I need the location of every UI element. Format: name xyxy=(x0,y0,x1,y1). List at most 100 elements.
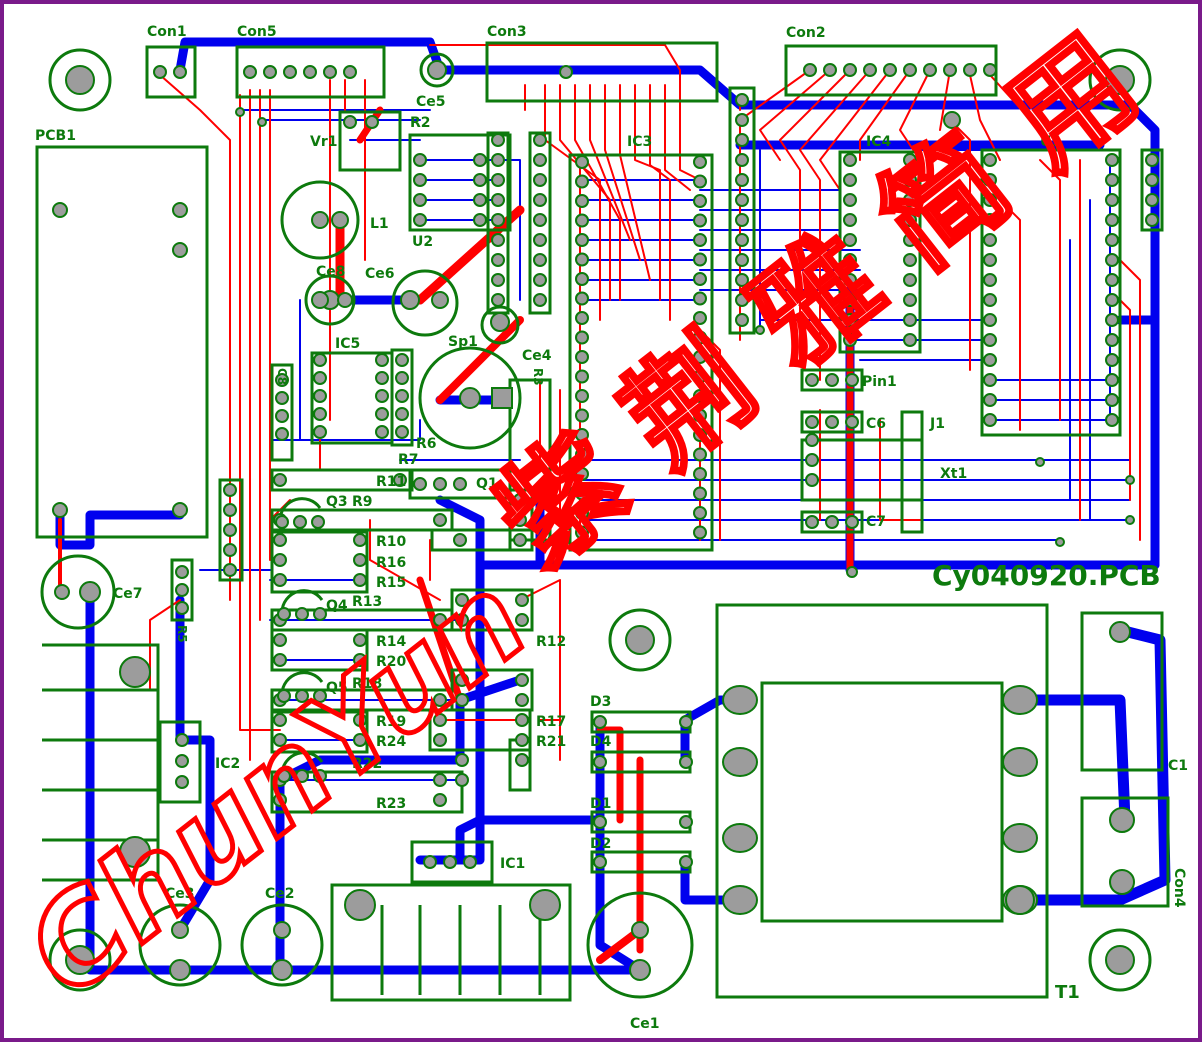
pin-pad xyxy=(575,174,589,189)
pin-pad xyxy=(825,373,839,387)
pin-pad xyxy=(755,325,765,335)
pin-pad xyxy=(275,409,289,423)
pin-pad xyxy=(223,543,237,557)
pin-pad xyxy=(843,273,857,287)
label-ic5: IC5 xyxy=(335,336,360,352)
pin-pad xyxy=(631,921,649,939)
pin-pad xyxy=(903,193,917,207)
pin-pad xyxy=(273,553,287,567)
pin-pad xyxy=(491,293,505,307)
pin-pad xyxy=(353,733,367,747)
pin-pad xyxy=(473,153,487,167)
pin-pad xyxy=(353,653,367,667)
pin-pad xyxy=(277,689,291,703)
pin-pad xyxy=(375,389,389,403)
label-c1: C1 xyxy=(1168,758,1188,774)
pin-pad xyxy=(533,253,547,267)
board-name: Cy040920.PCB xyxy=(932,559,1161,592)
pin-pad xyxy=(79,581,101,603)
pin-pad xyxy=(1125,515,1135,525)
pin-pad xyxy=(693,486,707,501)
pin-pad xyxy=(513,533,527,547)
pin-pad xyxy=(903,233,917,247)
pin-pad xyxy=(1105,393,1119,407)
pin-pad xyxy=(491,193,505,207)
pin-pad xyxy=(491,133,505,147)
pin-pad xyxy=(343,115,357,129)
pin-pad xyxy=(805,433,819,447)
pin-pad xyxy=(54,584,70,600)
pin-pad xyxy=(983,233,997,247)
pin-pad xyxy=(903,293,917,307)
pin-pad xyxy=(629,959,651,981)
pin-pad xyxy=(575,194,589,208)
pin-pad xyxy=(1105,273,1119,287)
pin-pad xyxy=(1005,885,1035,915)
pin-pad xyxy=(263,65,277,79)
pin-pad xyxy=(693,233,707,247)
pin-pad xyxy=(275,427,289,441)
pin-pad xyxy=(491,173,505,187)
label-r9: R9 xyxy=(352,494,373,510)
pin-pad xyxy=(983,153,997,167)
pin-pad xyxy=(490,312,510,332)
pin-pad xyxy=(433,693,447,707)
pin-pad xyxy=(735,93,749,107)
pin-pad xyxy=(277,607,291,621)
pin-pad xyxy=(491,233,505,247)
pin-pad xyxy=(923,63,937,77)
pin-pad xyxy=(353,553,367,567)
pin-pad xyxy=(693,213,707,228)
label-r16: R16 xyxy=(376,555,406,571)
pin-pad xyxy=(903,333,917,347)
pin-pad xyxy=(395,407,409,421)
pin-pad xyxy=(575,252,589,267)
pin-pad xyxy=(1105,373,1119,387)
pin-pad xyxy=(575,272,589,286)
pin-pad xyxy=(515,733,529,747)
pin-pad xyxy=(575,350,589,364)
pin-pad xyxy=(431,291,449,309)
pin-pad xyxy=(313,769,327,783)
pin-pad xyxy=(443,855,457,869)
pin-pad xyxy=(983,173,997,187)
pin-pad xyxy=(275,391,289,405)
pin-pad xyxy=(575,525,589,540)
pin-pad xyxy=(903,213,917,227)
pin-pad xyxy=(575,213,589,228)
pin-pad xyxy=(825,415,839,429)
pin-pad xyxy=(735,113,749,127)
pin-pad xyxy=(983,273,997,287)
pin-pad xyxy=(343,65,357,79)
label-ic3: IC3 xyxy=(627,134,652,150)
pin-pad xyxy=(455,613,469,627)
pin-pad xyxy=(575,311,589,325)
label-q5: Q5 xyxy=(326,680,348,696)
pin-pad xyxy=(693,311,707,325)
pin-pad xyxy=(513,493,527,507)
label-ic4: IC4 xyxy=(866,134,891,150)
label-r18: R18 xyxy=(352,676,382,692)
pin-pad xyxy=(693,252,707,267)
pin-pad xyxy=(805,473,819,487)
pin-pad xyxy=(453,477,467,491)
pin-pad xyxy=(593,755,607,769)
pin-pad xyxy=(575,467,589,481)
pin-pad xyxy=(375,371,389,385)
label-r21: R21 xyxy=(536,734,566,750)
pin-pad xyxy=(273,633,287,647)
pin-pad xyxy=(375,353,389,367)
label-r14: R14 xyxy=(376,634,407,650)
pin-pad xyxy=(693,350,707,364)
pin-pad xyxy=(735,293,749,307)
pin-pad xyxy=(175,733,189,747)
label-l1: L1 xyxy=(370,216,389,232)
pin-pad xyxy=(353,573,367,587)
pin-pad xyxy=(433,793,447,807)
pin-pad xyxy=(843,213,857,227)
pin-pad xyxy=(313,389,327,403)
pin-pad xyxy=(575,233,589,247)
pin-pad xyxy=(395,371,409,385)
pin-pad xyxy=(313,407,327,421)
